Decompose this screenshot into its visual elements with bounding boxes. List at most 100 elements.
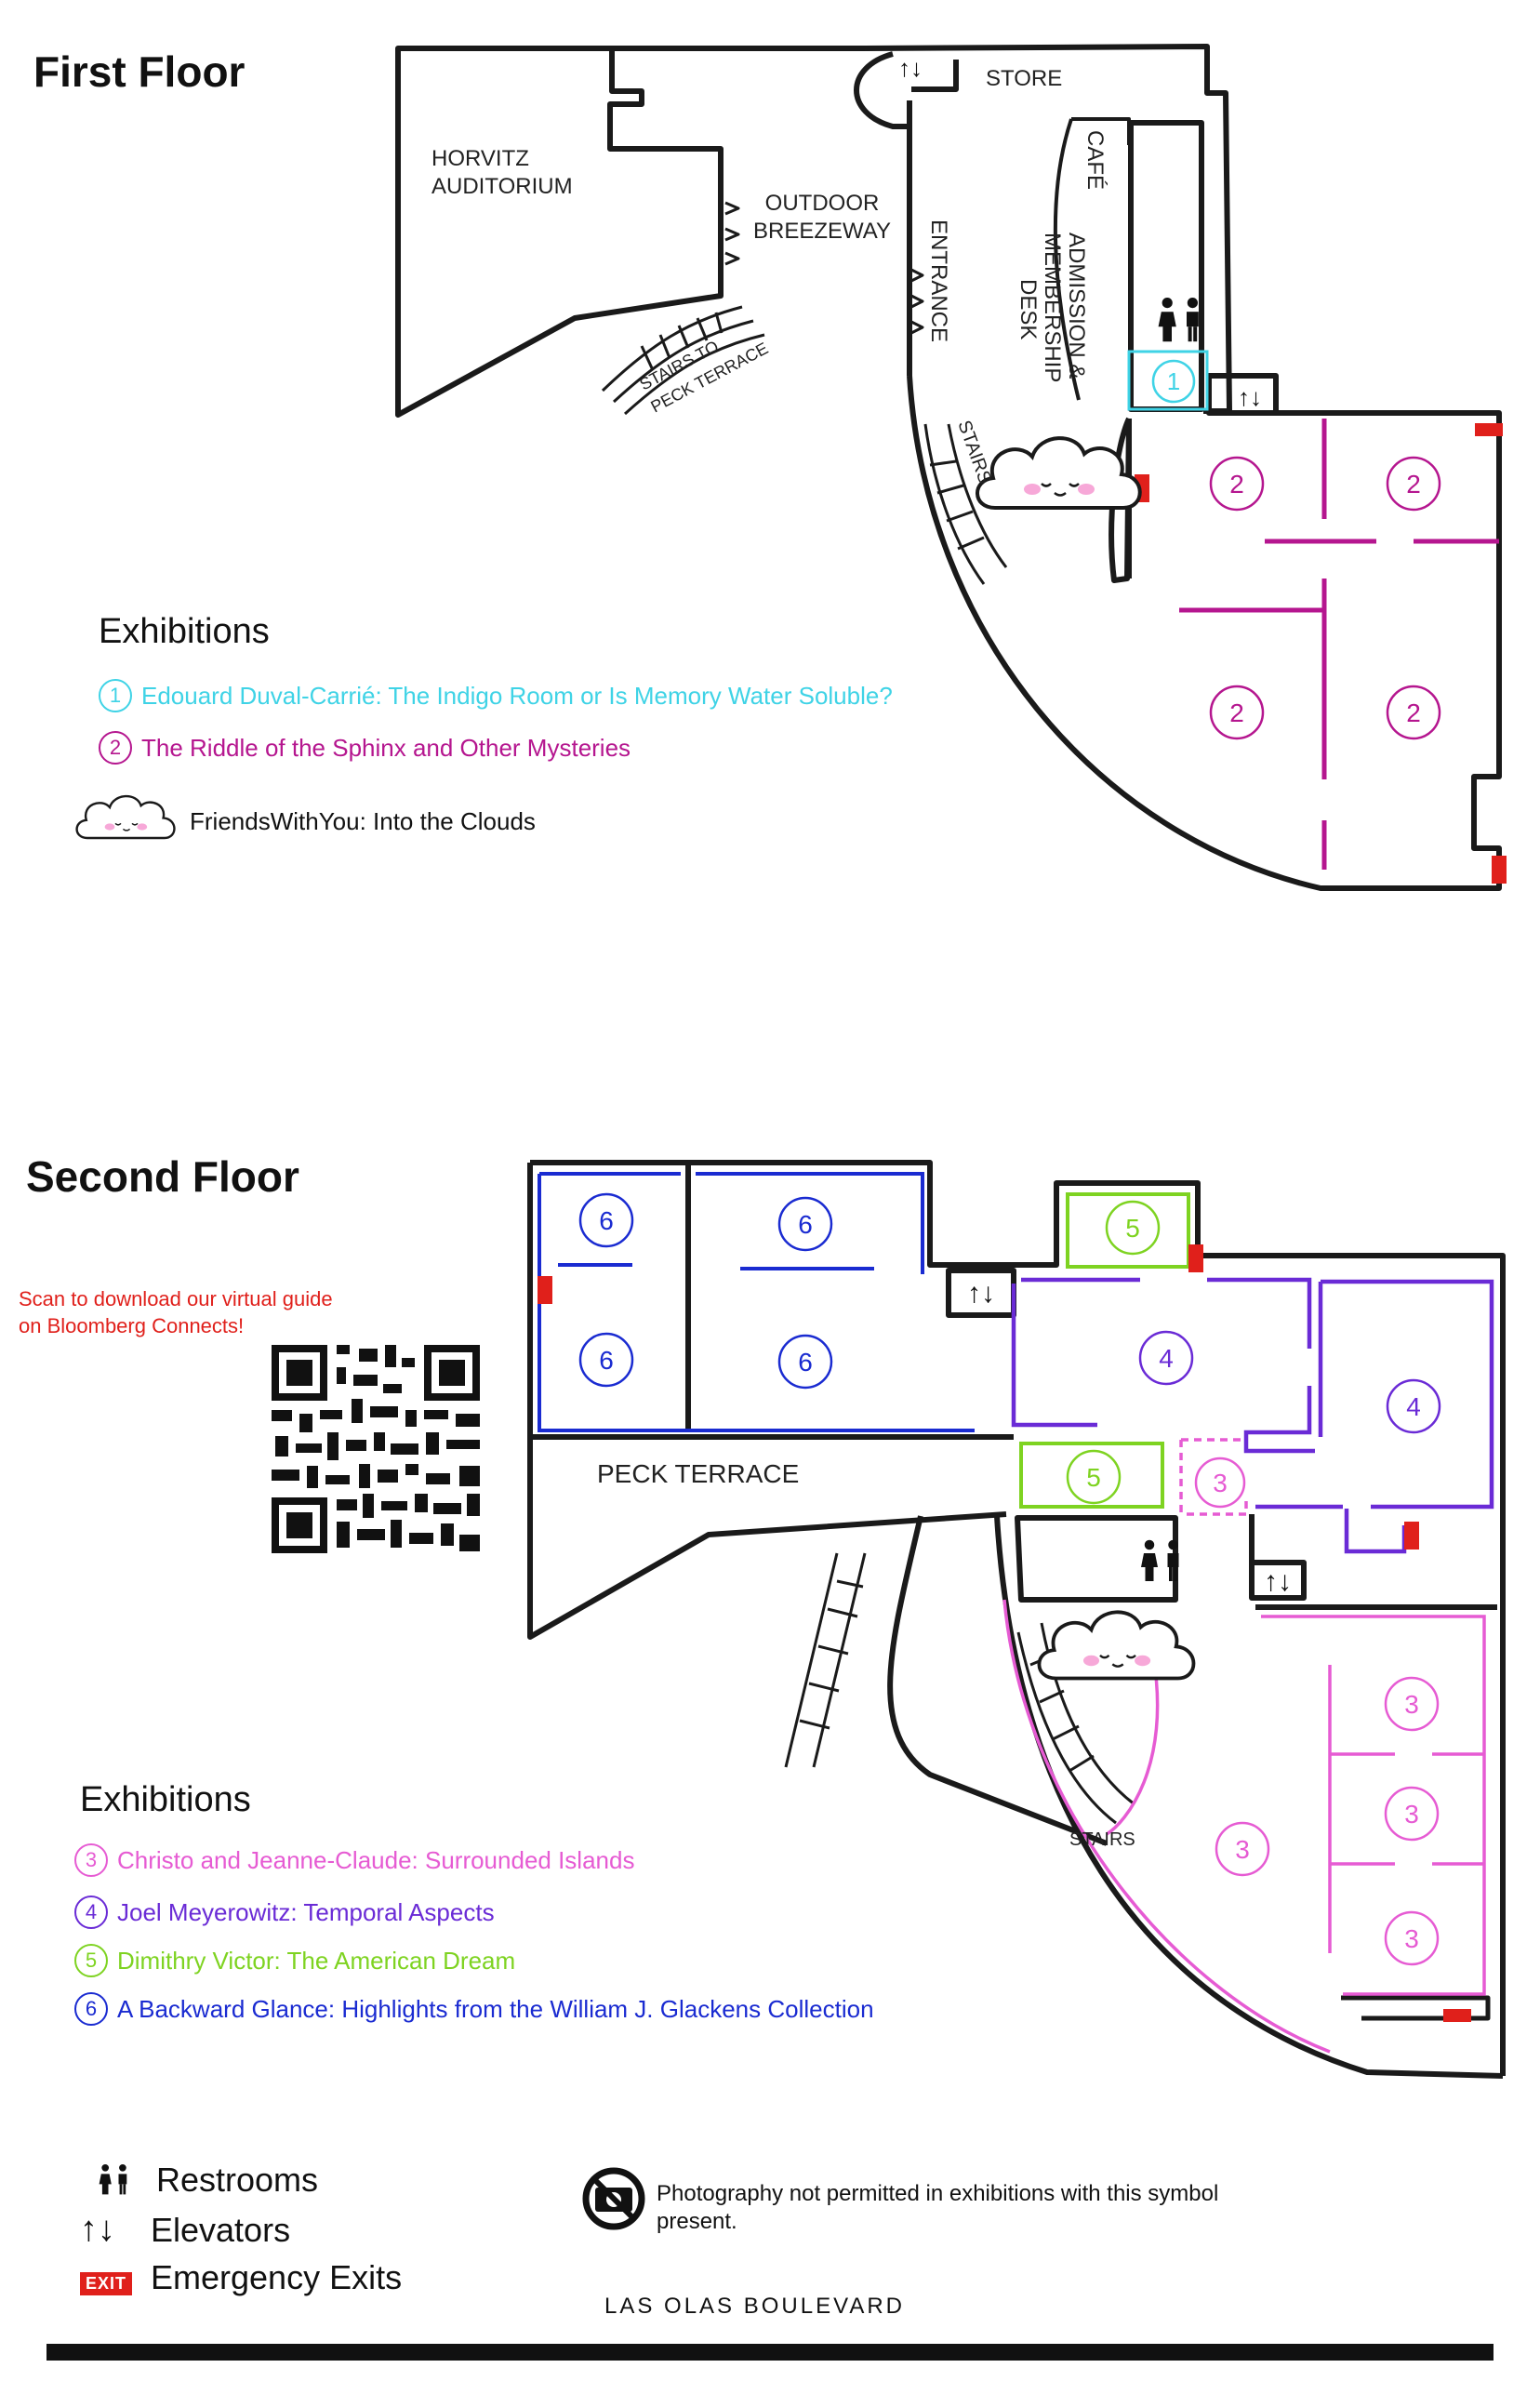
gallery-5-walls — [1019, 1192, 1190, 1509]
legend-exits-label: Emergency Exits — [151, 2258, 403, 2296]
svg-text:↑↓: ↑↓ — [1238, 383, 1262, 411]
svg-text:2: 2 — [1229, 470, 1244, 499]
elevator-icon: ↑↓ ↑↓ — [967, 1278, 1292, 1597]
exhibition-6-markers[interactable]: 6 6 6 6 — [578, 1192, 833, 1390]
first-floor-title: First Floor — [33, 47, 246, 96]
first-floor-exhibitions-heading: Exhibitions — [99, 612, 270, 651]
svg-text:3: 3 — [1235, 1835, 1250, 1864]
exhibition-1-room — [1127, 350, 1209, 411]
svg-text:3: 3 — [1213, 1469, 1228, 1497]
outdoor-breezeway-label: OUTDOOR — [765, 191, 880, 216]
svg-text:1: 1 — [1167, 367, 1180, 395]
svg-text:3: 3 — [1404, 1924, 1419, 1953]
svg-text:3: 3 — [1404, 1800, 1419, 1829]
exhibition-4-legend-item[interactable]: 4 Joel Meyerowitz: Temporal Aspects — [74, 1895, 495, 1929]
svg-text:6: 6 — [798, 1210, 813, 1239]
legend-exits: EXIT Emergency Exits — [80, 2258, 402, 2297]
admission-desk-label: ADMISSION & — [1064, 233, 1089, 379]
horvitz-auditorium-walls — [395, 46, 724, 418]
restroom-icon — [99, 2163, 127, 2195]
elevator-2f-box-2 — [1249, 1560, 1307, 1601]
svg-text:3: 3 — [1404, 1690, 1419, 1719]
exhibition-title: Edouard Duval-Carrié: The Indigo Room or… — [141, 681, 893, 710]
legend-restrooms: Restrooms — [80, 2160, 318, 2201]
second-floor-title: Second Floor — [26, 1152, 299, 1201]
second-floor-plan — [527, 1160, 1506, 2079]
exhibition-number: 2 — [99, 731, 132, 765]
restroom-2f-box — [1015, 1515, 1178, 1603]
stairs-2f-diagonal — [784, 1552, 867, 1768]
outdoor-breezeway-label: BREEZEWAY — [753, 219, 891, 244]
exhibition-5-legend-item[interactable]: 5 Dimithry Victor: The American Dream — [74, 1944, 515, 1977]
exhibition-2-markers[interactable]: 2 2 2 2 — [1209, 456, 1441, 740]
elevator-icon: ↑↓ — [80, 2210, 115, 2249]
outdoor-breezeway-walls — [612, 46, 865, 296]
exhibition-title: The Riddle of the Sphinx and Other Myste… — [141, 733, 631, 762]
angled-stair-wall — [887, 1515, 1109, 1846]
exhibition-clouds-legend-item[interactable]: FriendsWithYou: Into the Clouds — [71, 789, 536, 854]
exhibition-number: 1 — [99, 679, 132, 712]
svg-text:4: 4 — [1406, 1392, 1421, 1421]
entrance-label: ENTRANCE — [926, 219, 951, 342]
svg-text:↑↓: ↑↓ — [1264, 1566, 1292, 1597]
stairs-1f — [923, 423, 1008, 585]
exhibition-number: 5 — [74, 1944, 108, 1977]
street-bar — [46, 2344, 1494, 2361]
exhibition-title: FriendsWithYou: Into the Clouds — [190, 806, 536, 835]
exhibition-4-markers[interactable]: 4 4 — [1138, 1330, 1441, 1434]
exhibition-2-legend-item[interactable]: 2 The Riddle of the Sphinx and Other Mys… — [99, 731, 631, 765]
stairs-label: STAIRS — [953, 418, 995, 486]
admission-desk-label: DESK — [1016, 279, 1041, 339]
exhibition-5-markers[interactable]: 5 5 — [1066, 1200, 1161, 1505]
cloud-icon — [1037, 1610, 1196, 1681]
horvitz-auditorium-label: AUDITORIUM — [431, 174, 573, 199]
exhibition-title: Joel Meyerowitz: Temporal Aspects — [117, 1897, 495, 1926]
cloud-icon — [975, 436, 1142, 510]
exhibition-3-markers[interactable]: 3 3 3 3 3 — [1194, 1457, 1440, 1966]
gallery-2-partitions — [1179, 419, 1499, 870]
exit-icon — [1135, 423, 1507, 884]
svg-text:↑↓: ↑↓ — [967, 1278, 995, 1309]
exhibition-number: 4 — [74, 1895, 108, 1929]
street-label: LAS OLAS BOULEVARD — [604, 2294, 905, 2319]
no-photography-icon — [582, 2167, 645, 2230]
svg-text:4: 4 — [1159, 1344, 1174, 1373]
exhibition-3-legend-item[interactable]: 3 Christo and Jeanne-Claude: Surrounded … — [74, 1843, 634, 1877]
svg-text:2: 2 — [1406, 470, 1421, 499]
elevator-icon: ↑↓ ↑↓ — [898, 54, 1262, 411]
svg-text:5: 5 — [1125, 1214, 1140, 1243]
svg-text:5: 5 — [1086, 1463, 1101, 1492]
legend-elevators-label: Elevators — [151, 2210, 291, 2249]
stairs-2f-label: STAIRS — [1069, 1829, 1135, 1850]
exhibition-number: 3 — [74, 1843, 108, 1877]
cloud-icon — [75, 794, 176, 840]
gallery-2-walls — [1276, 410, 1502, 888]
second-floor-outline — [530, 1160, 1506, 2076]
exhibition-title: Dimithry Victor: The American Dream — [117, 1946, 516, 1975]
gallery-3-walls — [1002, 1438, 1486, 2054]
exhibition-number: 6 — [74, 1992, 108, 2026]
svg-text:6: 6 — [599, 1206, 614, 1235]
svg-text:2: 2 — [1229, 698, 1244, 727]
restroom-icon — [1158, 298, 1199, 342]
gallery-6-walls — [538, 1172, 975, 1432]
stairs-to-peck-terrace — [601, 305, 765, 416]
qr-instruction: Scan to download our virtual guide on Bl… — [19, 1287, 333, 1337]
store-arc — [854, 51, 911, 129]
store-label: STORE — [986, 66, 1062, 91]
svg-text:6: 6 — [798, 1348, 813, 1377]
legend-restrooms-label: Restrooms — [156, 2161, 319, 2199]
cafe-label: CAFÉ — [1082, 130, 1108, 190]
gallery-4-walls — [1011, 1277, 1494, 1554]
peck-terrace-wall-top — [527, 1163, 1007, 1640]
qr-code[interactable] — [272, 1345, 480, 1553]
second-floor-curved-wall — [994, 1515, 1504, 2079]
exhibition-title: A Backward Glance: Highlights from the W… — [117, 1994, 874, 2023]
peck-terrace-label: PECK TERRACE — [597, 1459, 799, 1488]
svg-text:6: 6 — [599, 1346, 614, 1375]
exhibition-1-legend-item[interactable]: 1 Edouard Duval-Carrié: The Indigo Room … — [99, 679, 893, 712]
exit-icon: EXIT — [80, 2258, 141, 2297]
exhibition-6-legend-item[interactable]: 6 A Backward Glance: Highlights from the… — [74, 1992, 874, 2026]
exhibition-1-marker[interactable]: 1 — [1151, 359, 1196, 404]
